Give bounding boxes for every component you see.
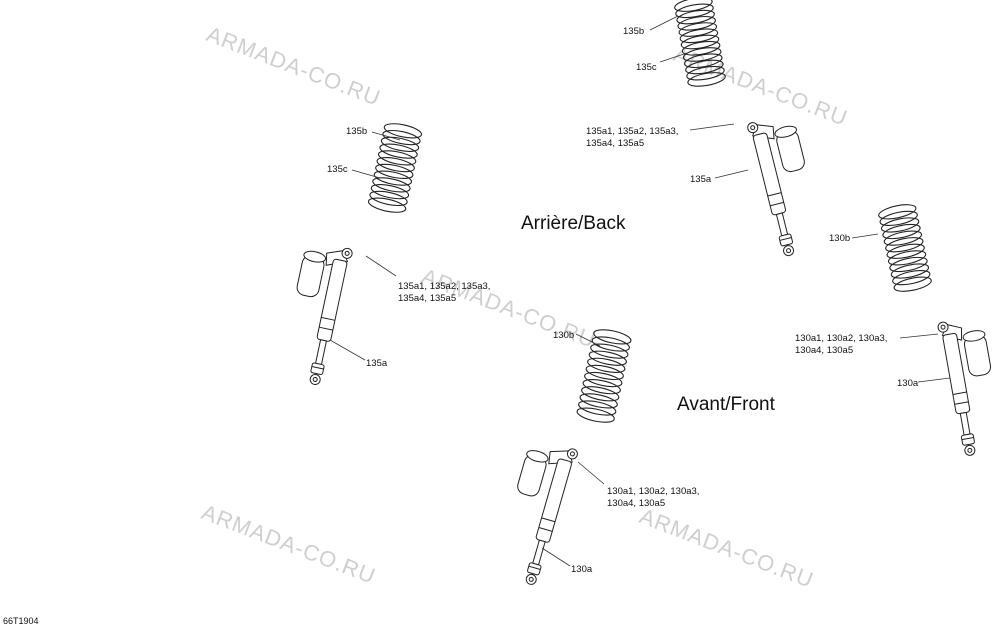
spring-coil [685, 59, 724, 75]
label-135b-right: 135b [623, 26, 644, 37]
spring-coil [581, 386, 620, 402]
spring-coil [579, 393, 618, 409]
spring-coil [883, 230, 923, 246]
spring-coil [680, 34, 720, 50]
spring-coil [684, 53, 723, 69]
spring-coil [892, 269, 931, 286]
shock-front-right [937, 321, 992, 456]
label-135a-right: 135a [690, 174, 712, 185]
spring-coil [677, 15, 716, 31]
spring-coil [372, 177, 411, 193]
spring-rear-left [367, 123, 423, 213]
spring-coil [587, 357, 626, 373]
shock-front-center [517, 448, 578, 585]
spring-coil [367, 197, 407, 213]
label-135a-left: 135a [366, 358, 388, 369]
label-130a-variants-right-1: 130a1, 130a2, 130a3, [795, 333, 887, 344]
label-135a-variants-right-2: 135a4, 135a5 [586, 138, 644, 149]
spring-coil [679, 28, 719, 44]
watermarks: ARMADA-CO.RU ARMADA-CO.RU ARMADA-CO.RU A… [198, 21, 851, 592]
spring-coil [686, 65, 725, 81]
spring-coil [893, 276, 932, 292]
spring-front-center [576, 329, 632, 423]
spring-coil [676, 9, 715, 25]
spring-coil [887, 250, 927, 266]
label-130a-variants-center-2: 130a4, 130a5 [607, 498, 665, 509]
label-130b-right: 130b [829, 233, 850, 244]
spring-coil [380, 136, 420, 152]
spring-coil [593, 329, 632, 345]
spring-coil [687, 72, 726, 87]
spring-coil [591, 336, 630, 352]
label-135b-left: 135b [346, 126, 367, 137]
label-135a-variants-right-1: 135a1, 135a2, 135a3, [586, 126, 678, 137]
spring-coil [590, 343, 629, 359]
spring-coil [682, 47, 722, 62]
spring-coil [375, 163, 414, 180]
label-130a-right: 130a [897, 378, 919, 389]
figure-reference: 66T1904 [3, 616, 39, 626]
spring-coil [383, 123, 423, 139]
springs [367, 0, 932, 423]
spring-coil [882, 223, 921, 240]
part-labels: 135b 135c 135a1, 135a2, 135a3, 135a4, 13… [327, 26, 919, 575]
spring-front-right [878, 204, 932, 292]
leader-lines [329, 15, 951, 567]
spring-rear-right [674, 0, 726, 87]
spring-coil [370, 184, 410, 200]
spring-coil [377, 150, 417, 166]
label-130a-variants-center-1: 130a1, 130a2, 130a3, [607, 486, 699, 497]
spring-coil [382, 129, 421, 146]
spring-coil [880, 217, 920, 233]
spring-coil [678, 22, 718, 37]
spring-coil [885, 237, 924, 253]
spring-coil [879, 210, 918, 227]
label-135c-right: 135c [636, 62, 657, 73]
spring-coil [674, 0, 713, 12]
spring-coil [878, 204, 917, 220]
spring-coil [584, 371, 623, 388]
spring-coil [889, 256, 928, 273]
label-135c-left: 135c [327, 164, 348, 175]
spring-coil [376, 156, 415, 173]
section-title-back: Arrière/Back [521, 213, 626, 234]
shock-rear-right [747, 122, 805, 257]
spring-coil [576, 407, 615, 423]
spring-coil [585, 364, 624, 381]
label-130a-center: 130a [571, 564, 593, 575]
spring-coil [379, 143, 418, 159]
label-130b-center: 130b [553, 330, 574, 341]
shock-rear-left [296, 247, 353, 385]
spring-coil [373, 170, 413, 186]
spring-coil [681, 40, 721, 56]
watermark: ARMADA-CO.RU [636, 503, 817, 592]
spring-coil [582, 379, 621, 395]
spring-coil [578, 400, 617, 416]
spring-coil [369, 190, 408, 207]
label-135a-variants-left-2: 135a4, 135a5 [398, 293, 456, 304]
spring-coil [890, 263, 930, 279]
spring-coil [588, 350, 627, 366]
section-title-front: Avant/Front [677, 394, 776, 415]
spring-coil [675, 3, 714, 19]
label-135a-variants-left-1: 135a1, 135a2, 135a3, [398, 281, 490, 292]
label-130a-variants-right-2: 130a4, 130a5 [795, 345, 853, 356]
watermark: ARMADA-CO.RU [203, 21, 384, 110]
spring-coil [886, 243, 925, 259]
watermark: ARMADA-CO.RU [198, 499, 379, 588]
